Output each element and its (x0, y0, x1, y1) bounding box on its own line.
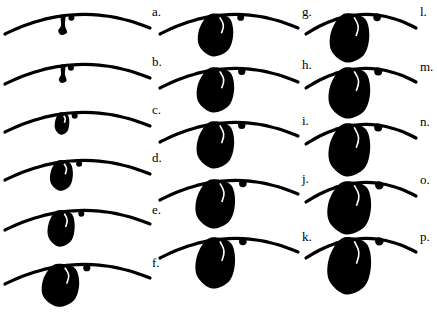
embryo-section (160, 13, 298, 56)
fold-notch (220, 17, 224, 33)
body-mass (327, 237, 371, 294)
panel-letter: n. (420, 115, 430, 128)
panel-letter: j. (302, 172, 309, 185)
membrane-band (5, 160, 150, 180)
bud (68, 65, 74, 71)
fold-notch (354, 241, 359, 263)
embryo-section (160, 67, 298, 112)
panel-letter: h. (302, 58, 312, 71)
body-mass (328, 67, 370, 118)
bud (373, 14, 381, 22)
membrane-band (5, 14, 150, 34)
fold-notch (354, 71, 358, 91)
body-mass (327, 181, 371, 234)
body-mass (197, 121, 235, 168)
panel-letter: m. (420, 60, 433, 73)
bud (237, 14, 244, 21)
bud (239, 238, 247, 246)
fold-notch (65, 268, 69, 284)
fold-notch (64, 116, 66, 123)
bud (68, 15, 74, 21)
embryo-section (5, 64, 150, 84)
bud (374, 67, 382, 75)
embryo-section (306, 237, 416, 294)
embryo-section (5, 210, 150, 247)
embryo-section (306, 67, 416, 118)
bud (375, 237, 383, 245)
fold-notch (64, 214, 67, 227)
panel-letter: f. (152, 256, 160, 269)
fold-notch (64, 164, 66, 175)
embryo-section (306, 123, 416, 176)
panel-letter: p. (420, 230, 430, 243)
fold-notch (220, 183, 224, 202)
bud (83, 264, 90, 271)
body-mass (59, 64, 67, 83)
fold-notch (354, 127, 358, 147)
embryo-section (160, 121, 298, 168)
body-mass (50, 160, 73, 191)
panel-letter: g. (302, 5, 312, 18)
embryo-section (5, 160, 150, 191)
body-mass (195, 179, 235, 228)
fold-notch (220, 71, 224, 88)
body-mass (195, 237, 235, 288)
bud (374, 123, 382, 131)
panel-letter: o. (420, 173, 430, 186)
panel-letter: i. (302, 114, 309, 127)
body-mass (197, 67, 235, 112)
embryo-section (160, 179, 298, 228)
membrane-band (5, 210, 150, 230)
panel-letter: b. (152, 55, 162, 68)
fold-notch (220, 125, 224, 143)
embryo-section (5, 14, 150, 35)
body-mass (328, 123, 370, 176)
body-mass (48, 210, 75, 247)
bud (72, 113, 78, 119)
bud (375, 181, 383, 189)
panel-letter: e. (152, 203, 161, 216)
embryo-section (5, 264, 150, 307)
embryo-section (306, 13, 416, 62)
membrane-band (5, 64, 150, 84)
panel-letter: d. (152, 151, 162, 164)
panel-letter: l. (420, 5, 427, 18)
body-mass (58, 14, 67, 35)
body-mass (55, 112, 70, 135)
membrane-band (5, 112, 150, 132)
fold-notch (354, 17, 358, 36)
embryo-section (160, 237, 298, 288)
body-mass (198, 13, 233, 56)
embryo-section (306, 181, 416, 234)
embryo-section (5, 112, 150, 135)
bud (238, 122, 245, 129)
panel-letter: k. (302, 230, 312, 243)
bud (78, 211, 84, 217)
bud (238, 68, 245, 75)
fold-notch (354, 185, 359, 205)
body-mass (42, 264, 80, 307)
panel-letter: a. (152, 5, 161, 18)
fold-notch (220, 241, 224, 261)
bud (239, 180, 247, 188)
body-mass (330, 13, 370, 62)
bud (76, 161, 82, 167)
panel-letter: c. (152, 103, 161, 116)
